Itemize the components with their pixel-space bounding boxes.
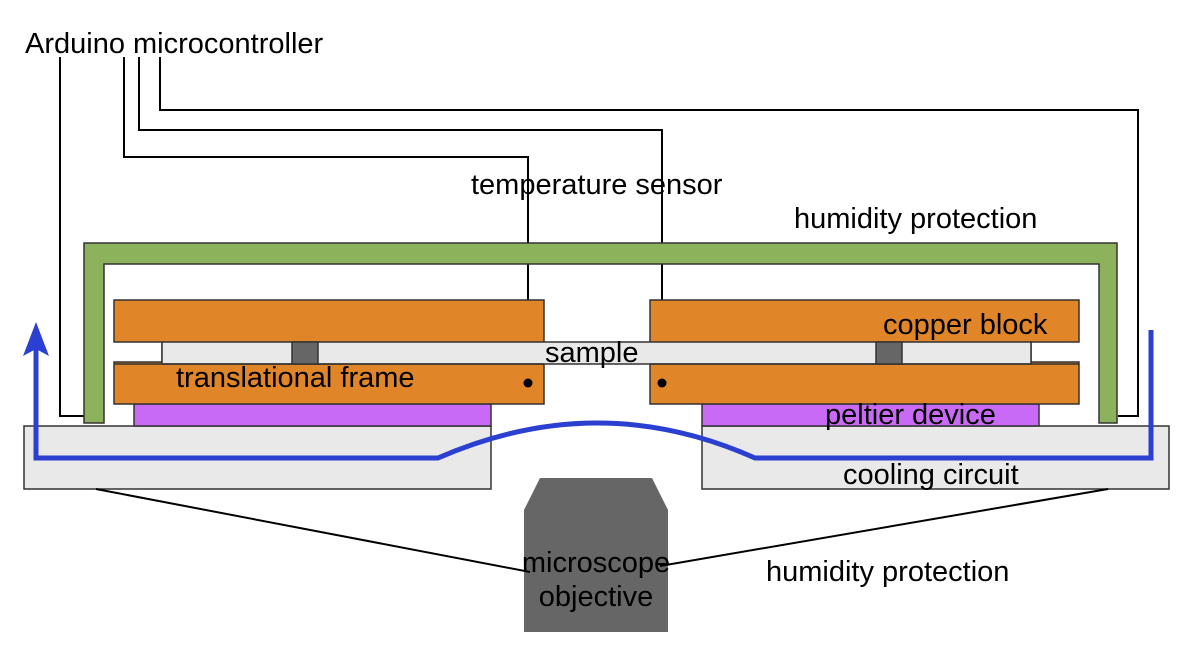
humidity-enclosure (83, 242, 1118, 424)
wire-right-humidity (159, 57, 1139, 417)
bottom-humidity-line-left (95, 488, 531, 573)
label-translational-frame: translational frame (176, 362, 415, 394)
coolant-flow-arrowhead (23, 322, 49, 356)
spacer-left (291, 341, 319, 365)
label-arduino: Arduino microcontroller (25, 28, 324, 60)
temperature-sensor-point-left (523, 378, 533, 388)
bottom-humidity-line-right (659, 488, 1109, 567)
label-peltier-device: peltier device (825, 399, 996, 431)
label-humidity-protection-bottom: humidity protection (766, 556, 1009, 588)
peltier-left (133, 403, 492, 427)
temperature-sensor-point-right (657, 378, 667, 388)
label-microscope-objective-2: objective (539, 581, 653, 613)
label-copper-block: copper block (883, 309, 1048, 341)
label-humidity-protection-top: humidity protection (794, 203, 1037, 235)
label-temperature-sensor: temperature sensor (471, 169, 723, 201)
microscope-objective (524, 478, 668, 632)
arduino-wires (59, 57, 1139, 417)
spacer-right (875, 341, 903, 365)
label-microscope-objective-1: microscope (522, 547, 670, 579)
sample-strip (161, 341, 1032, 365)
coolant-flow-line (33, 330, 1154, 461)
wire-temperature-sensor-left (123, 57, 529, 383)
label-cooling-circuit: cooling circuit (843, 459, 1019, 491)
wire-left-humidity (59, 57, 86, 417)
label-sample: sample (545, 337, 639, 369)
